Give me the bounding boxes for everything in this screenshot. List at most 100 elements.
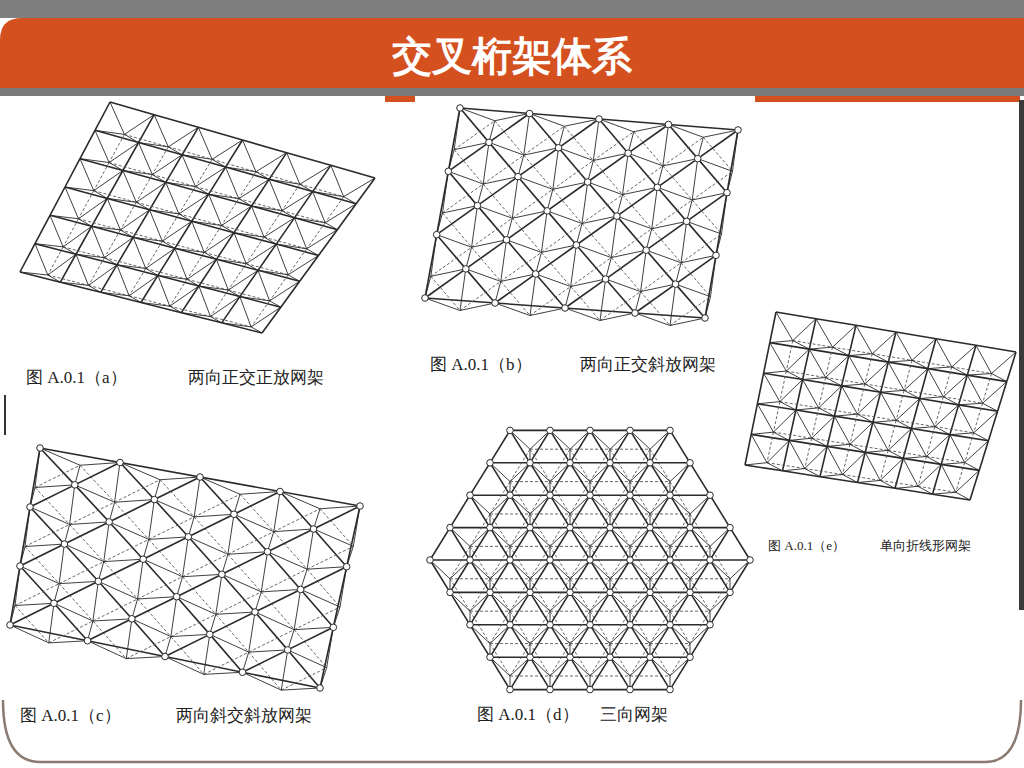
truss-member	[888, 362, 904, 390]
truss-joint	[587, 557, 594, 564]
truss-member	[510, 579, 530, 611]
truss-member	[590, 611, 610, 643]
truss-member	[204, 252, 216, 259]
truss-member	[226, 167, 256, 172]
truss-member	[64, 522, 109, 544]
truss-member	[959, 403, 983, 405]
truss-member	[470, 495, 490, 527]
truss-member	[510, 494, 550, 496]
truss-member	[630, 514, 650, 546]
side-tick	[4, 395, 6, 435]
truss-member	[974, 411, 998, 433]
truss-member	[518, 177, 553, 190]
truss-member	[294, 607, 340, 630]
truss-member	[959, 405, 974, 433]
truss-member	[450, 578, 490, 579]
truss-member	[294, 218, 325, 223]
truss-member	[570, 578, 610, 579]
truss-member	[88, 619, 132, 641]
truss-member	[20, 544, 64, 566]
truss-member	[793, 341, 810, 350]
truss-member	[857, 392, 880, 414]
truss-member	[510, 514, 530, 546]
truss-member	[331, 165, 344, 196]
truss-member	[530, 644, 550, 676]
truss-member	[590, 482, 610, 514]
truss-member	[530, 592, 570, 594]
truss-member	[764, 343, 770, 374]
truss-joint	[647, 524, 654, 531]
truss-member	[162, 214, 179, 241]
truss-member	[450, 495, 470, 527]
truss-member	[454, 121, 495, 150]
truss-joint	[527, 654, 534, 661]
truss-member	[880, 458, 903, 480]
truss-member	[530, 560, 550, 592]
truss-member	[168, 127, 198, 147]
truss-member	[650, 578, 690, 579]
truss-member	[903, 456, 926, 458]
truss-member	[307, 529, 313, 569]
truss-member	[992, 374, 1007, 382]
figure-caption: 两向正交斜放网架	[578, 353, 718, 376]
truss-member	[158, 275, 187, 279]
truss-member	[212, 159, 256, 171]
truss-member	[65, 159, 80, 187]
truss-member	[258, 270, 300, 281]
truss-member	[650, 495, 670, 527]
truss-member	[307, 230, 338, 249]
truss-member	[570, 643, 610, 644]
truss-member	[536, 245, 577, 274]
truss-member	[650, 611, 670, 643]
truss-member	[507, 240, 542, 253]
truss-member	[490, 579, 510, 611]
truss-member	[107, 171, 123, 199]
truss-member	[78, 219, 91, 227]
truss-member	[630, 611, 670, 612]
truss-member	[49, 641, 88, 643]
truss-member	[136, 175, 152, 203]
truss-member	[152, 175, 195, 187]
truss-member	[470, 546, 510, 547]
truss-member	[730, 528, 750, 560]
truss-member	[170, 279, 187, 306]
truss-member	[590, 514, 610, 546]
truss-member	[430, 560, 450, 592]
truss-member	[70, 502, 115, 524]
truss-member	[104, 230, 120, 258]
truss-member	[588, 182, 623, 195]
truss-member	[300, 165, 331, 184]
truss-member	[30, 485, 75, 507]
truss-member	[490, 656, 530, 658]
truss-member	[54, 581, 98, 603]
truss-member	[249, 612, 255, 652]
truss-member	[234, 233, 264, 237]
truss-member	[431, 247, 472, 276]
truss-member	[834, 414, 857, 416]
truss-member	[192, 221, 222, 225]
truss-member	[154, 115, 198, 128]
truss-member	[40, 448, 75, 485]
truss-member	[234, 514, 268, 551]
truss-member	[911, 428, 926, 456]
truss-member	[251, 301, 270, 327]
truss-member	[570, 463, 590, 482]
truss-joint	[562, 305, 569, 312]
truss-member	[630, 430, 650, 449]
truss-member	[872, 332, 896, 354]
truss-member	[490, 528, 510, 547]
truss-member	[282, 211, 295, 218]
truss-member	[952, 345, 976, 367]
truss-member	[826, 378, 842, 386]
truss-member	[294, 192, 312, 218]
truss-member	[530, 611, 550, 643]
truss-d	[427, 427, 754, 693]
truss-joint	[330, 624, 337, 631]
truss-member	[590, 625, 610, 657]
truss-member	[630, 430, 670, 432]
truss-member	[650, 463, 670, 495]
truss-member	[92, 198, 108, 226]
truss-member	[510, 463, 530, 495]
truss-member	[530, 449, 570, 450]
truss-member	[617, 187, 657, 216]
